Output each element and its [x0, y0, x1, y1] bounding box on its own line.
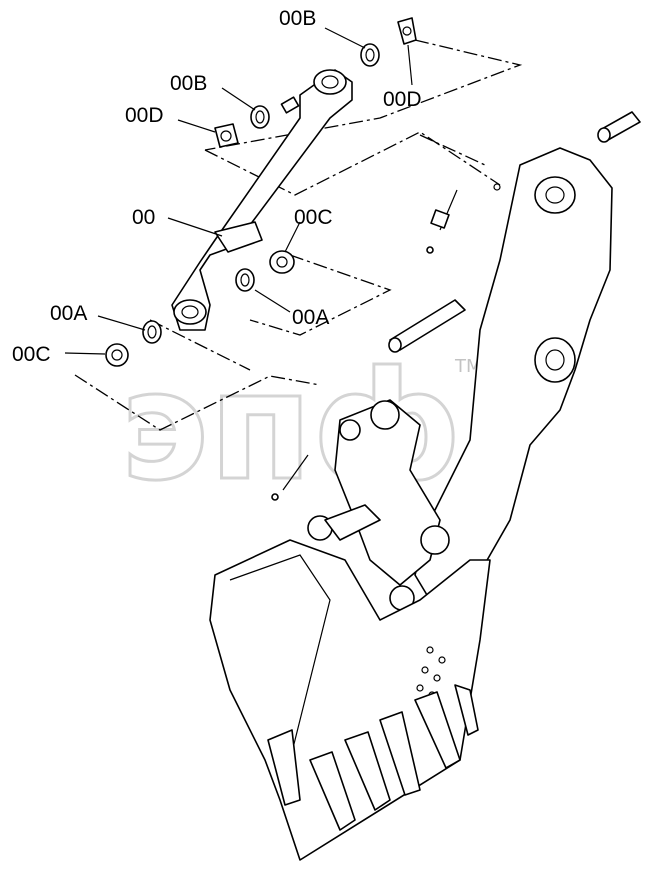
callout-00B-lower: 00B [170, 72, 207, 95]
bucket-arm-assembly [209, 147, 613, 861]
callout-00D-right: 00D [383, 88, 422, 111]
shim-00D-lower [214, 123, 239, 148]
bucket-teeth [267, 684, 479, 831]
bushing-00A-lower [142, 320, 162, 344]
bushing-00B-upper [360, 43, 380, 67]
link-rod [171, 69, 353, 331]
pin-upper [597, 111, 641, 143]
callouts: 00B 00D 00B 00D 00 00C 00A 00A 00C [12, 7, 422, 366]
bushing-00A-upper [235, 268, 255, 292]
leader-lines [64, 27, 413, 355]
assembly-lines [74, 39, 523, 431]
spacer-00C-lower [105, 343, 129, 367]
callout-00: 00 [132, 206, 155, 229]
bushing-00B-lower [250, 105, 270, 129]
callout-00C-lower: 00C [12, 343, 51, 366]
bolt-lower [271, 454, 309, 501]
pin-middle [388, 299, 466, 353]
callout-00A-lower: 00A [50, 302, 87, 325]
watermark-trademark: TM [454, 356, 482, 377]
callout-00A-upper: 00A [292, 306, 329, 329]
watermark: эпф TM [119, 339, 482, 516]
spacer-00C-upper [269, 250, 295, 274]
callout-00C-upper: 00C [294, 206, 333, 229]
callout-00D-left: 00D [125, 104, 164, 127]
callout-00B-upper: 00B [279, 7, 316, 30]
bolt-upper [426, 189, 458, 254]
shim-00D-upper [397, 17, 417, 45]
